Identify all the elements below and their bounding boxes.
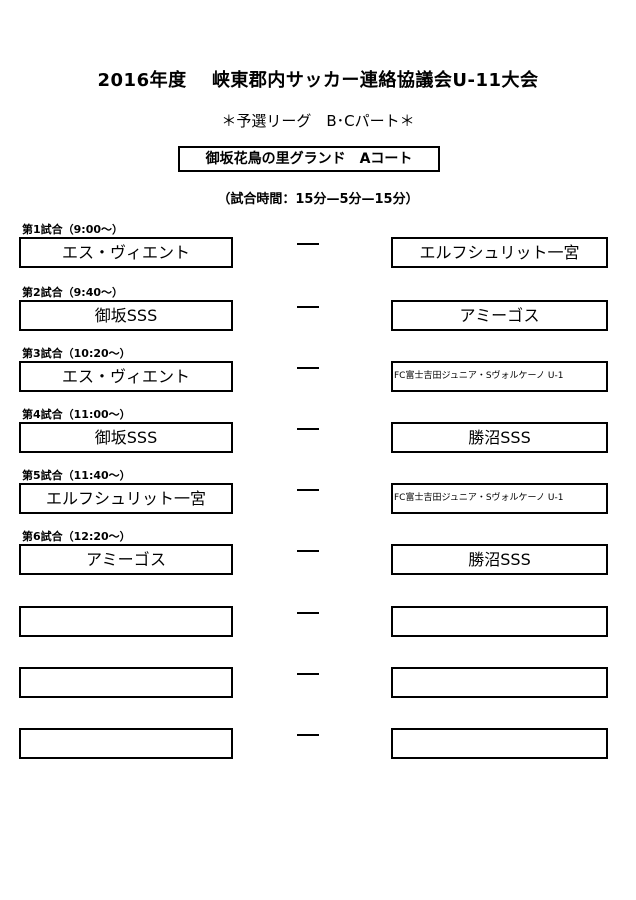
away-team-box: アミーゴス [391,300,608,331]
versus-dash [297,306,319,308]
match-row: 第5試合（11:40～） エルフシュリット一宮 FC富士吉田ジュニア・Sヴォルケ… [0,469,636,529]
match-label: 第3試合（10:20～） [22,347,131,360]
away-team-box: 勝沼SSS [391,422,608,453]
match-label: 第5試合（11:40～） [22,469,131,482]
venue-box: 御坂花鳥の里グランド Aコート [178,146,440,172]
versus-dash [297,243,319,245]
away-team-box: FC富士吉田ジュニア・Sヴォルケーノ U-1 [391,483,608,514]
versus-dash [297,673,319,675]
match-schedule-note: （試合時間：15分—5分—15分） [217,192,419,207]
away-team-box [391,667,608,698]
match-row [0,714,636,774]
match-row: 第6試合（12:20～） アミーゴス 勝沼SSS [0,530,636,590]
match-label: 第6試合（12:20～） [22,530,131,543]
match-row: 第3試合（10:20～） エス・ヴィエント FC富士吉田ジュニア・Sヴォルケーノ… [0,347,636,407]
home-team-box: アミーゴス [19,544,233,575]
away-team-box: エルフシュリット一宮 [391,237,608,268]
match-row: 第1試合（9:00～） エス・ヴィエント エルフシュリット一宮 [0,223,636,283]
home-team-box [19,728,233,759]
match-label: 第1試合（9:00～） [22,223,124,236]
versus-dash [297,367,319,369]
page-title: 2016年度 峡東郡内サッカー連絡協議会U-11大会 [97,70,539,91]
versus-dash [297,428,319,430]
home-team-box: エス・ヴィエント [19,237,233,268]
match-row: 第4試合（11:00～） 御坂SSS 勝沼SSS [0,408,636,468]
versus-dash [297,550,319,552]
versus-dash [297,612,319,614]
match-label: 第2試合（9:40～） [22,286,124,299]
away-team-box [391,606,608,637]
match-row [0,653,636,713]
home-team-box [19,606,233,637]
match-label: 第4試合（11:00～） [22,408,131,421]
page-subtitle: ＊予選リーグ B･Cパート＊ [221,112,415,130]
home-team-box: エス・ヴィエント [19,361,233,392]
away-team-box: 勝沼SSS [391,544,608,575]
home-team-box: 御坂SSS [19,422,233,453]
versus-dash [297,734,319,736]
home-team-box: 御坂SSS [19,300,233,331]
away-team-box: FC富士吉田ジュニア・Sヴォルケーノ U-1 [391,361,608,392]
home-team-box: エルフシュリット一宮 [19,483,233,514]
home-team-box [19,667,233,698]
versus-dash [297,489,319,491]
match-row: 第2試合（9:40～） 御坂SSS アミーゴス [0,286,636,346]
match-row [0,592,636,652]
away-team-box [391,728,608,759]
